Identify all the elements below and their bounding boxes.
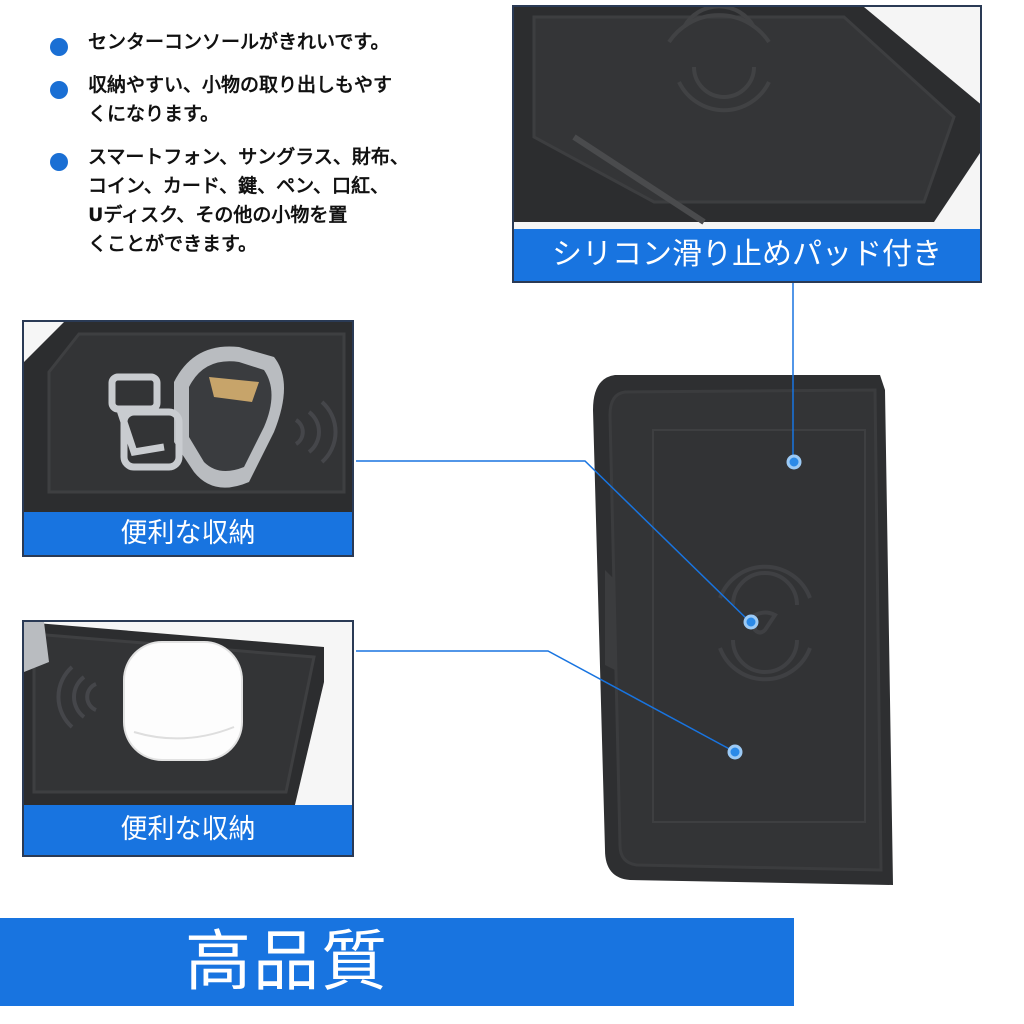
earbuds-case-image (123, 641, 243, 761)
closeup-panel-silicone-pad: シリコン滑り止めパッド付き (512, 5, 982, 283)
wireless-charging-icon (56, 665, 97, 729)
quality-banner: 高品質 (0, 918, 794, 1006)
wireless-charging-icon (294, 400, 338, 464)
feature-item: 収納やすい、小物の取り出しもやす くになります。 (50, 71, 490, 129)
bullet-dot-icon (50, 38, 68, 56)
console-mat-image (593, 375, 893, 885)
caption-earbuds-storage: 便利な収納 (24, 805, 352, 855)
key-storage-image (24, 322, 352, 555)
feature-text: スマートフォン、サングラス、財布、 コイン、カード、鍵、ペン、口紅、 Uディスク… (88, 146, 409, 255)
feature-text: 収納やすい、小物の取り出しもやす くになります。 (88, 74, 393, 125)
feature-item: センターコンソールがきれいです。 (50, 28, 490, 57)
caption-key-storage: 便利な収納 (24, 512, 352, 555)
feature-item: スマートフォン、サングラス、財布、 コイン、カード、鍵、ペン、口紅、 Uディスク… (50, 143, 490, 259)
feature-list: センターコンソールがきれいです。 収納やすい、小物の取り出しもやす くになります… (50, 28, 490, 273)
caption-silicone-pad: シリコン滑り止めパッド付き (514, 229, 980, 281)
car-key-fob-image (174, 346, 284, 488)
banner-title: 高品質 (185, 923, 389, 1000)
bullet-dot-icon (50, 153, 68, 171)
wireless-charging-icon (667, 7, 771, 113)
closeup-panel-key-storage: 便利な収納 (22, 320, 354, 557)
closeup-panel-earbuds-storage: 便利な収納 (22, 620, 354, 857)
key-ring-image (108, 373, 183, 471)
bullet-dot-icon (50, 81, 68, 99)
feature-text: センターコンソールがきれいです。 (88, 31, 390, 53)
